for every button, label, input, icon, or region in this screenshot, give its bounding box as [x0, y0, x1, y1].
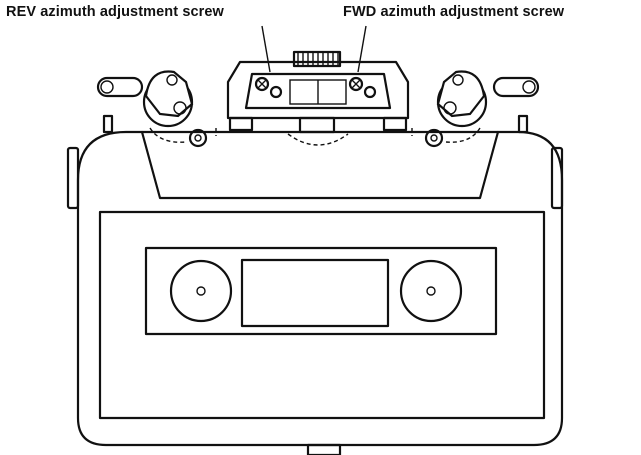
rev-azimuth-screw-label: REV azimuth adjustment screw	[6, 4, 224, 20]
fwd-leader-line	[357, 25, 367, 73]
rev-leader-line	[261, 25, 271, 73]
right-reel-hub	[399, 259, 463, 323]
cassette-window	[98, 210, 546, 420]
fwd-azimuth-screw-label: FWD azimuth adjustment screw	[343, 4, 565, 20]
head-mount-plate	[140, 130, 500, 200]
housing-body	[66, 114, 564, 455]
left-reel-hub	[169, 259, 233, 323]
head-block	[215, 50, 413, 146]
fwd-azimuth-screw	[348, 76, 364, 92]
rev-azimuth-screw	[254, 76, 270, 92]
left-pinch-roller-assembly	[96, 70, 208, 148]
right-pinch-roller-assembly	[424, 70, 540, 148]
